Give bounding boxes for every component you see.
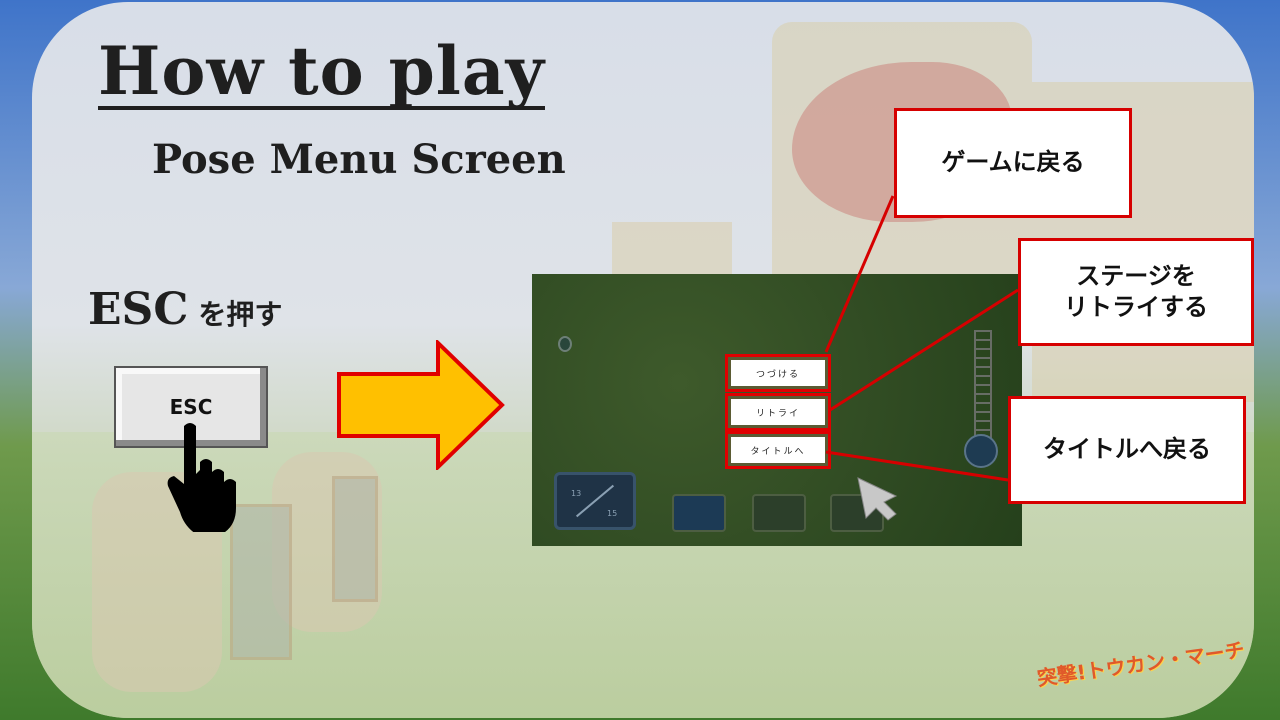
callout-retry: ステージを リトライする [1018,238,1254,346]
callout-retry-line2: リトライする [1064,293,1208,321]
knight-icon [752,494,806,532]
callout-return-game-text: ゲームに戻る [941,148,1085,177]
ladder-icon [974,330,992,450]
esc-instruction: ESC を押す [88,284,282,335]
page-title: How to play [98,32,545,110]
esc-key-label: ESC [169,395,213,419]
pointing-hand-icon [167,423,236,532]
weapon-count-top: 13 [571,489,582,498]
compass-icon [964,434,998,468]
game-screenshot: つづける リトライ タイトルへ 13 15 [532,274,1022,546]
run-icon [672,494,726,532]
retry-label: リトライ [755,408,800,419]
shield-figure [332,476,378,602]
instruction-key: ESC [88,284,189,335]
weapon-slot: 13 15 [554,472,636,530]
continue-label: つづける [755,369,800,380]
instruction-text: を押す [198,298,283,331]
page-subtitle: Pose Menu Screen [152,136,566,183]
arrow-right-icon [337,340,505,470]
shield-figure [230,504,292,660]
callout-retry-line1: ステージを [1076,261,1196,290]
to-title-button[interactable]: タイトルへ [725,431,831,469]
callout-return-title: タイトルへ戻る [1008,396,1246,504]
retry-button[interactable]: リトライ [725,393,831,431]
map-pin-icon [558,336,572,352]
weapon-count-bottom: 15 [607,509,618,518]
continue-button[interactable]: つづける [725,354,831,392]
callout-return-game: ゲームに戻る [894,108,1132,218]
to-title-label: タイトルへ [750,446,806,457]
callout-return-title-text: タイトルへ戻る [1043,435,1211,464]
